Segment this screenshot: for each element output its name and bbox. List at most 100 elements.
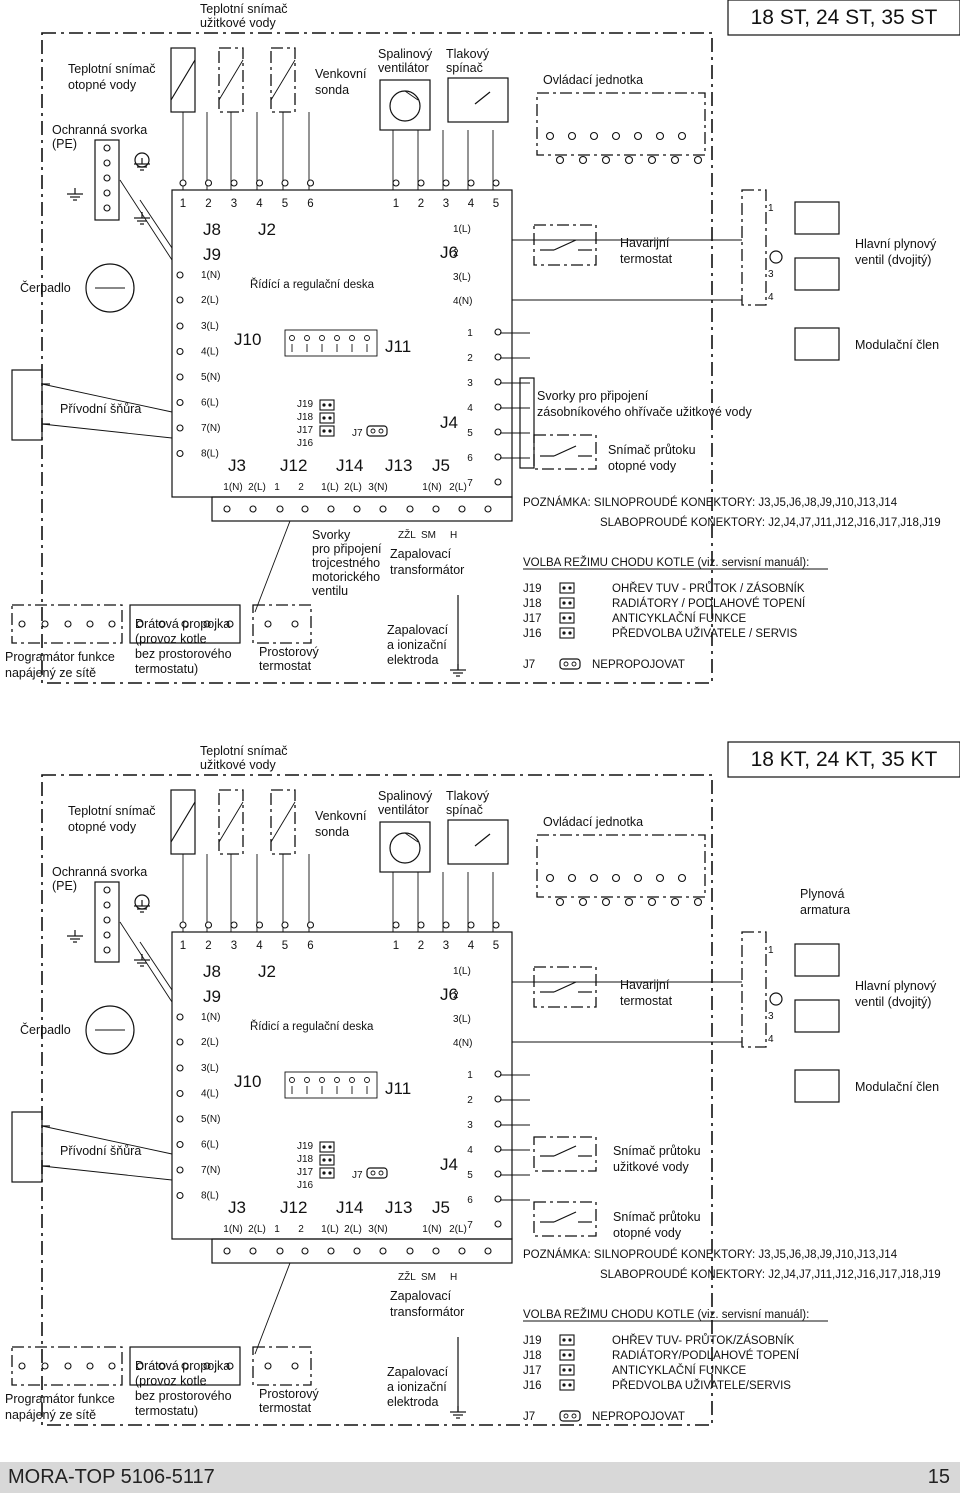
safety-thermostat-label: termostat <box>620 994 673 1008</box>
pin-label: 7 <box>467 1220 473 1231</box>
flue-fan-box <box>379 821 431 873</box>
mode-jumper: J16 <box>523 628 542 640</box>
programmer-label: Programátor funkce <box>5 650 115 664</box>
heating-sensor-label: Teplotní snímač <box>68 804 156 818</box>
jumper-pin-icon <box>319 1167 335 1179</box>
safety-thermostat-switch-icon <box>539 981 593 993</box>
valve-terminals-label: trojcestného <box>312 556 380 570</box>
mode-description: OHŘEV TUV- PRŮTOK/ZÁSOBNÍK <box>612 1334 795 1347</box>
jumper-label: Drátová propojka <box>135 1359 230 1373</box>
pin-number: 2 <box>418 198 424 210</box>
connector-j8: J8 <box>203 220 221 239</box>
model-title: 18 KT, 24 KT, 35 KT <box>751 748 938 771</box>
jumper-label: bez prostorového <box>135 1389 232 1403</box>
valve-terminals-label: Svorky <box>312 528 351 542</box>
mode-description: PŘEDVOLBA UŽIVATELE / SERVIS <box>612 627 798 640</box>
pin-label: 2(L) <box>344 1224 362 1235</box>
pin-number: 4 <box>256 940 263 952</box>
pin-number: 6 <box>307 940 313 952</box>
pressure-switch-label: spínač <box>446 61 483 75</box>
mode-description: RADIÁTORY / PODLAHOVÉ TOPENÍ <box>612 597 806 610</box>
pin-label: 7(N) <box>201 1165 220 1176</box>
ignition-transformer-label: transformátor <box>390 563 464 577</box>
safety-thermostat-box <box>533 966 597 1008</box>
footer-bar: MORA-TOP 5106-5117 15 <box>0 1462 960 1493</box>
pin-number: 4 <box>256 198 263 210</box>
pin-label: 2 <box>298 482 304 493</box>
flow-sensor-label: Snímač průtoku <box>613 1210 701 1224</box>
connector-j12: J12 <box>280 1198 307 1217</box>
model-number: MORA-TOP 5106-5117 <box>8 1466 215 1488</box>
zzl-label: ZŽL <box>398 1270 416 1283</box>
room-thermostat-box <box>252 1346 312 1386</box>
pin-number: 3 <box>231 940 237 952</box>
pin-label: 3 <box>467 378 473 389</box>
ignition-electrode-label: elektroda <box>387 1395 438 1409</box>
boiler-outline <box>41 32 713 684</box>
heating-sensor-icon <box>170 789 196 855</box>
valve-pin: 4 <box>768 1034 774 1045</box>
connector-j13: J13 <box>385 1198 412 1217</box>
control-board <box>171 189 513 498</box>
pin-number: 5 <box>282 940 288 952</box>
safety-thermostat-switch-icon <box>539 239 593 251</box>
protective-terminal-label: Ochranná svorka <box>52 865 147 879</box>
connector-j6: J6 <box>440 243 458 262</box>
pin-label: 2 <box>467 1095 473 1106</box>
dhw-flow-sensor-label: Snímač průtoku <box>613 1144 701 1158</box>
mode-description: PŘEDVOLBA UŽIVATELE/SERVIS <box>612 1379 791 1392</box>
heating-sensor-label: otopné vody <box>68 78 137 92</box>
ignition-transformer-label: transformátor <box>390 1305 464 1319</box>
storage-terminal-strip <box>519 377 535 469</box>
connector-j6: J6 <box>440 985 458 1004</box>
pin-number: 2 <box>418 940 424 952</box>
jumper-j18: J18 <box>297 1154 314 1165</box>
gas-valve-terminal <box>741 189 767 306</box>
outdoor-probe-icon <box>270 47 296 113</box>
mode-jumper: J18 <box>523 1350 542 1362</box>
gas-valve-label: Hlavní plynový <box>855 237 937 251</box>
jumper-pin-icon <box>319 1154 335 1166</box>
boiler-outline <box>41 774 713 1426</box>
pin-label: 3 <box>467 1120 473 1131</box>
mode-jumper: J18 <box>523 598 542 610</box>
model-title: 18 ST, 24 ST, 35 ST <box>751 6 938 29</box>
dhw-sensor-label: Teplotní snímač <box>200 744 288 758</box>
ignition-transformer-label: Zapalovací <box>390 547 452 561</box>
jumper-j19: J19 <box>297 1141 314 1152</box>
j7-bridge-icon <box>559 1410 581 1422</box>
pin-label: 3(L) <box>453 272 471 283</box>
bottom-terminal-strip <box>211 496 513 522</box>
mode-description: RADIÁTORY/PODLAHOVÉ TOPENÍ <box>612 1349 800 1362</box>
pin-label: 1 <box>467 328 473 339</box>
mode-jumper-pin-icon <box>559 1364 575 1376</box>
pin-label: 2 <box>453 990 459 1001</box>
pin-number: 2 <box>205 940 211 952</box>
mode-jumper: J19 <box>523 583 542 595</box>
protective-terminal-label: (PE) <box>52 137 77 151</box>
pin-label: 2(L) <box>344 482 362 493</box>
flue-fan-box <box>379 79 431 131</box>
h-label: H <box>450 1272 457 1283</box>
connector-j9: J9 <box>203 987 221 1006</box>
pin-label: 5 <box>467 428 473 439</box>
power-cord-label: Přívodní šňůra <box>60 1144 141 1158</box>
sm-label: SM <box>421 530 436 541</box>
gas-fitting-label: Plynová <box>800 887 845 901</box>
jumper-label: termostatu) <box>135 662 198 676</box>
pin-label: 1(L) <box>453 966 471 977</box>
pin-label: 6 <box>467 1195 473 1206</box>
dhw-sensor-icon <box>218 47 244 113</box>
flow-sensor-switch-icon <box>539 445 593 457</box>
dhw-sensor-label: Teplotní snímač <box>200 2 288 16</box>
mode-jumper: J19 <box>523 1335 542 1347</box>
j7-description: NEPROPOJOVAT <box>592 659 685 671</box>
pin-label: 6(L) <box>201 1140 219 1151</box>
connector-j3: J3 <box>228 1198 246 1217</box>
power-plug-icon <box>11 369 43 441</box>
outdoor-probe-label: Venkovní <box>315 809 367 823</box>
outdoor-probe-label: Venkovní <box>315 67 367 81</box>
connector-j4: J4 <box>440 1155 458 1174</box>
pin-label: 3(L) <box>453 1014 471 1025</box>
